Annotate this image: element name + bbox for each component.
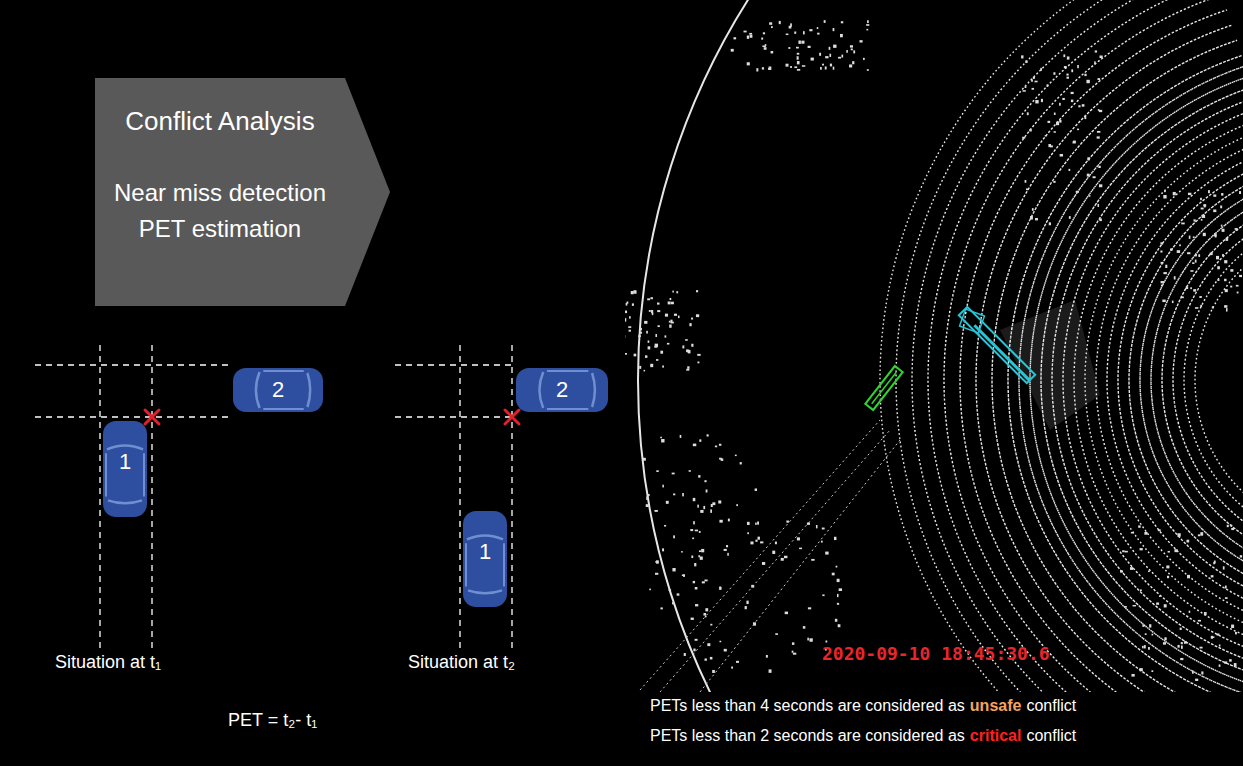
detected-objects [865, 307, 1035, 410]
note-highlight: unsafe [970, 697, 1022, 715]
car-number: 1 [479, 539, 491, 565]
timestamp: 2020-09-10 18:45:30.6 [822, 643, 1050, 664]
lidar-point-cloud [625, 0, 1243, 692]
car-number: 2 [272, 377, 284, 403]
note: PETs less than 4 seconds are considered … [650, 697, 965, 715]
note: PETs less than 2 seconds are considered … [650, 727, 965, 745]
situation-caption: Situation at t₂ [408, 652, 515, 673]
situation-caption: Situation at t₁ [55, 652, 161, 673]
conflict-point [145, 410, 519, 424]
node-heading: Conflict Analysis [125, 106, 314, 137]
process-arrow: Conflict AnalysisNear miss detection PET… [95, 78, 390, 306]
car-number: 2 [556, 377, 568, 403]
node-body: Near miss detection PET estimation [103, 175, 338, 247]
note: conflict [1026, 697, 1076, 715]
car-icon: 1 [102, 420, 148, 518]
car-icon: 2 [232, 367, 324, 413]
car-number: 1 [119, 449, 131, 475]
note-highlight: critical [970, 727, 1022, 745]
formula: PET = t₂- t₁ [228, 710, 317, 731]
car-icon: 1 [462, 510, 508, 608]
note: conflict [1026, 727, 1076, 745]
car-icon: 2 [515, 367, 609, 413]
lane-lines [35, 345, 515, 650]
